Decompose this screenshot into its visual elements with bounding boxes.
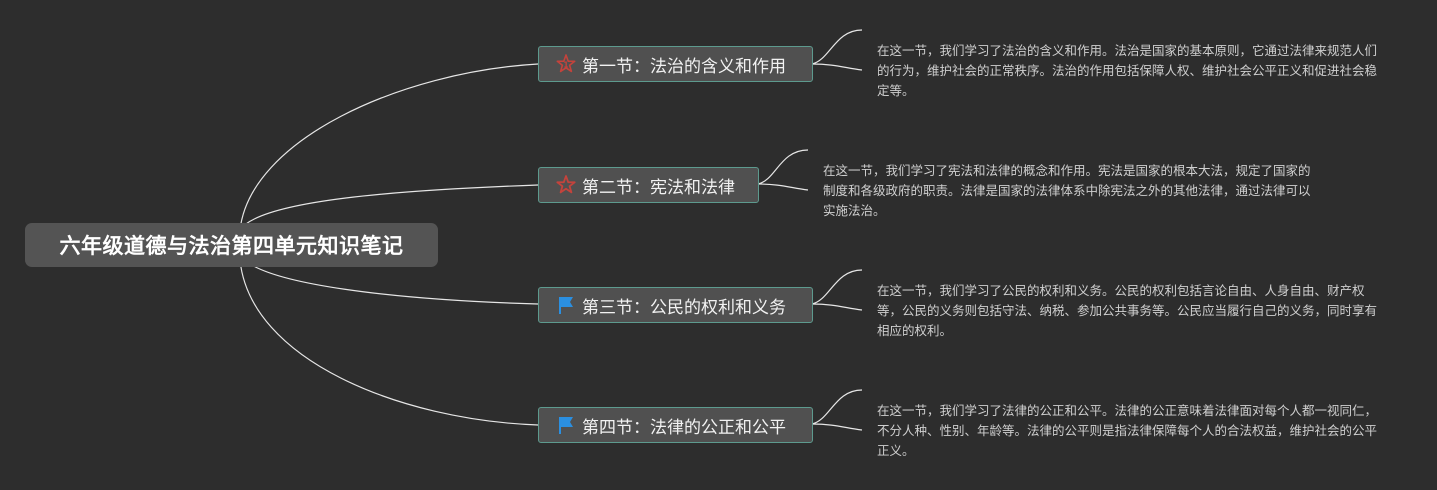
note-line-2b [757, 183, 809, 191]
topic-label-3: 第三节：公民的权利和义务 [582, 297, 786, 318]
topic-section-1[interactable]: 1 第一节：法治的含义和作用 [538, 46, 813, 82]
note-line-1a [811, 29, 863, 65]
root-topic[interactable]: 六年级道德与法治第四单元知识笔记 [25, 223, 438, 267]
note-line-4a [811, 389, 863, 425]
topic-label-1: 第一节：法治的含义和作用 [582, 56, 786, 77]
topic-section-3[interactable]: 第三节：公民的权利和义务 [538, 287, 813, 323]
flag-icon [555, 294, 577, 316]
topic-label-2: 第二节：宪法和法律 [582, 177, 735, 198]
note-section-4: 在这一节，我们学习了法律的公正和公平。法律的公正意味着法律面对每个人都一视同仁，… [877, 403, 1378, 458]
star-icon [555, 174, 577, 196]
note-line-3a [811, 269, 863, 305]
note-line-4b [811, 423, 863, 431]
note-line-2a [757, 149, 809, 185]
topic-section-2[interactable]: 第二节：宪法和法律 [538, 167, 759, 203]
priority-1-icon: 1 [555, 53, 577, 75]
note-section-1: 在这一节，我们学习了法治的含义和作用。法治是国家的基本原则，它通过法律来规范人们… [877, 43, 1378, 98]
svg-text:1: 1 [563, 60, 568, 69]
flag-icon [555, 414, 577, 436]
note-section-3: 在这一节，我们学习了公民的权利和义务。公民的权利包括言论自由、人身自由、财产权等… [877, 283, 1378, 338]
branch-line-2 [239, 184, 539, 231]
branch-line-1 [239, 63, 539, 231]
note-line-3b [811, 303, 863, 311]
note-section-2: 在这一节，我们学习了宪法和法律的概念和作用。宪法是国家的根本大法，规定了国家的制… [823, 163, 1311, 218]
branch-line-4 [239, 259, 539, 426]
topic-label-4: 第四节：法律的公正和公平 [582, 417, 786, 438]
note-line-1b [811, 63, 863, 71]
topic-section-4[interactable]: 第四节：法律的公正和公平 [538, 407, 813, 443]
root-title: 六年级道德与法治第四单元知识笔记 [59, 234, 404, 258]
